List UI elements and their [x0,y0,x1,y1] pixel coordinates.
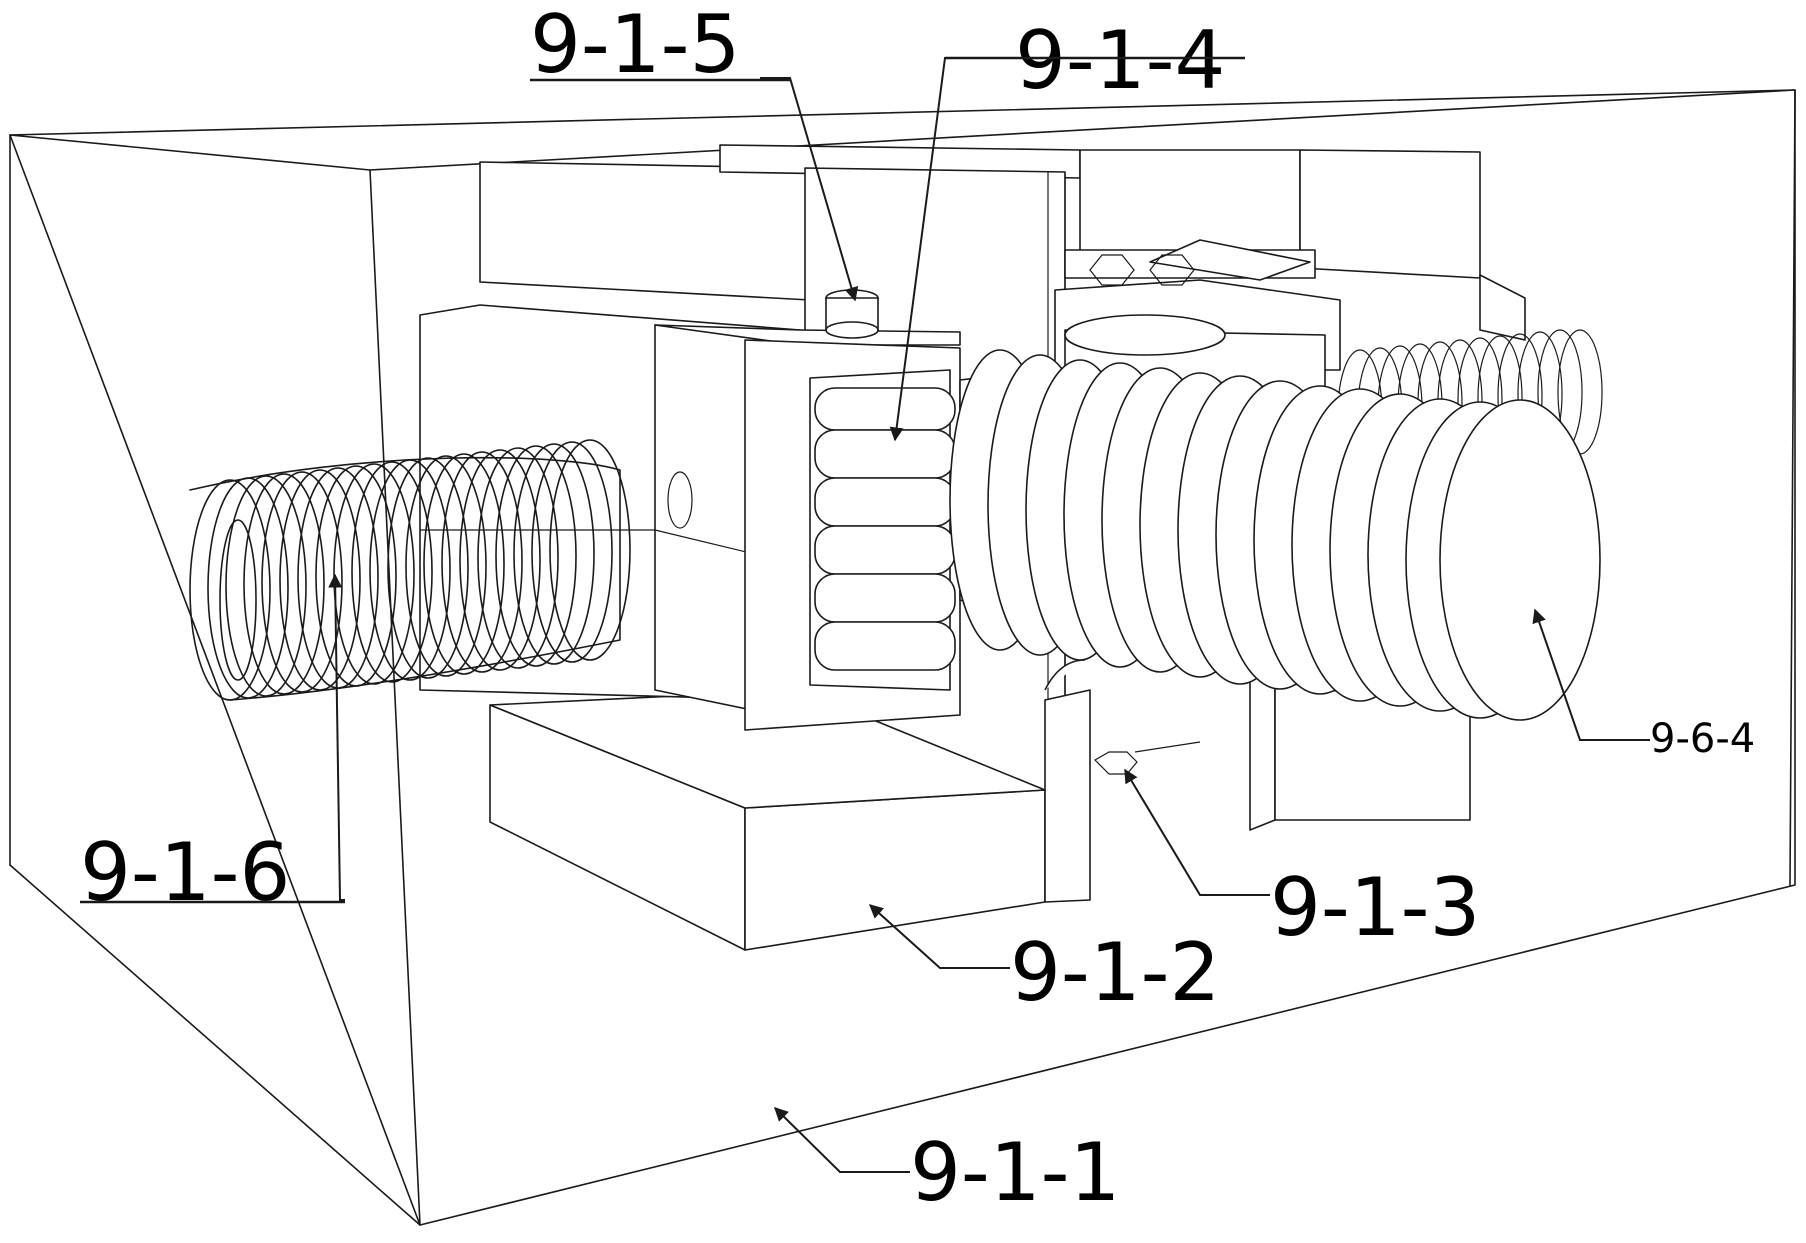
housing-box [9,89,1796,1226]
partition [1044,659,1201,903]
label-9-1-6: 9-1-6 [80,826,290,919]
label-9-1-5: 9-1-5 [530,0,740,91]
label-9-1-2: 9-1-2 [1010,926,1220,1019]
labels: 9-1-5 9-1-4 9-1-6 9-1-3 9-1-2 9-1-1 9-6-… [80,0,1755,1219]
label-9-6-4: 9-6-4 [1650,716,1755,762]
leader-9-1-2 [868,904,1010,969]
leader-9-1-5 [760,77,859,302]
leader-9-1-3 [1124,768,1270,896]
label-9-1-3: 9-1-3 [1270,861,1480,954]
label-9-1-1: 9-1-1 [910,1126,1120,1219]
disc-stack [814,387,956,671]
leader-9-1-1 [774,1107,910,1173]
base-block [489,689,1046,951]
left-coil-spring [189,439,631,701]
leader-9-6-4 [1532,608,1650,741]
clamp-block [654,289,961,731]
bellows-rod [949,349,1601,721]
top-pin [825,289,879,339]
label-9-1-4: 9-1-4 [1015,14,1225,107]
leader-9-1-6 [328,573,345,901]
